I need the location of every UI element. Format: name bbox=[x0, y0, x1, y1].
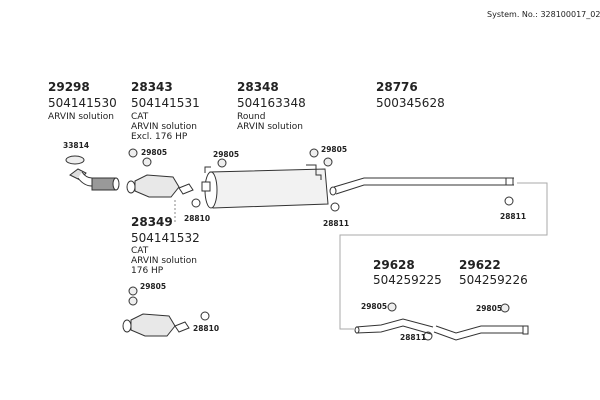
tail-pipe-icon bbox=[329, 177, 514, 196]
catalytic-converter-icon bbox=[126, 174, 194, 198]
catalytic-converter-icon bbox=[122, 286, 210, 337]
clamp-icon bbox=[200, 311, 210, 321]
rubber-mount-icon bbox=[309, 148, 333, 167]
part-number: 29298 bbox=[48, 80, 90, 94]
callout-rubber-mount[interactable]: 29805 bbox=[321, 145, 348, 154]
part-note: ARVIN solution bbox=[131, 122, 197, 132]
part-note: ARVIN solution bbox=[48, 112, 114, 122]
callout-rubber-mount[interactable]: 29805 bbox=[141, 148, 168, 157]
oe-number: 504163348 bbox=[237, 96, 306, 110]
rubber-mount-icon bbox=[217, 158, 227, 168]
part-note: Round bbox=[237, 112, 266, 122]
part-note: ARVIN solution bbox=[237, 122, 303, 132]
callout-rubber-mount[interactable]: 29805 bbox=[476, 304, 503, 313]
rubber-mount-icon bbox=[500, 303, 510, 313]
gasket-icon bbox=[65, 155, 85, 165]
clamp-icon bbox=[423, 331, 433, 341]
part-number: 29628 bbox=[373, 258, 415, 272]
rubber-mount-icon bbox=[387, 302, 397, 312]
part-number: 28349 bbox=[131, 215, 173, 229]
oe-number: 500345628 bbox=[376, 96, 445, 110]
callout-rubber-mount[interactable]: 29805 bbox=[361, 302, 388, 311]
callout-rubber-mount[interactable]: 29805 bbox=[213, 150, 240, 159]
oe-number: 504141530 bbox=[48, 96, 117, 110]
part-note: CAT bbox=[131, 112, 149, 122]
part-note: Excl. 176 HP bbox=[131, 132, 188, 142]
callout-clamp[interactable]: 28811 bbox=[500, 212, 527, 221]
rear-pipe-icon bbox=[354, 302, 529, 341]
callout-clamp[interactable]: 28811 bbox=[323, 219, 350, 228]
oe-number: 504141531 bbox=[131, 96, 200, 110]
part-note: CAT bbox=[131, 246, 149, 256]
oe-number: 504259226 bbox=[459, 273, 528, 287]
part-number: 28776 bbox=[376, 80, 418, 94]
system-number: System. No.: 328100017_02 bbox=[487, 10, 600, 19]
oe-number: 504141532 bbox=[131, 231, 200, 245]
part-number: 28343 bbox=[131, 80, 173, 94]
part-note: 176 HP bbox=[131, 266, 164, 276]
part-number: 29622 bbox=[459, 258, 501, 272]
callout-clamp[interactable]: 28810 bbox=[193, 324, 220, 333]
oe-number: 504259225 bbox=[373, 273, 442, 287]
callout-clamp[interactable]: 28811 bbox=[400, 333, 427, 342]
callout-rubber-mount[interactable]: 29805 bbox=[140, 282, 167, 291]
rubber-mount-icon bbox=[128, 148, 152, 167]
callout-clamp[interactable]: 28810 bbox=[184, 214, 211, 223]
rubber-mount-icon bbox=[128, 286, 138, 306]
callout-gasket[interactable]: 33814 bbox=[63, 141, 90, 150]
clamp-icon bbox=[191, 196, 514, 212]
front-pipe-icon bbox=[69, 168, 120, 191]
part-number: 28348 bbox=[237, 80, 279, 94]
part-note: ARVIN solution bbox=[131, 256, 197, 266]
muffler-icon bbox=[201, 164, 329, 209]
